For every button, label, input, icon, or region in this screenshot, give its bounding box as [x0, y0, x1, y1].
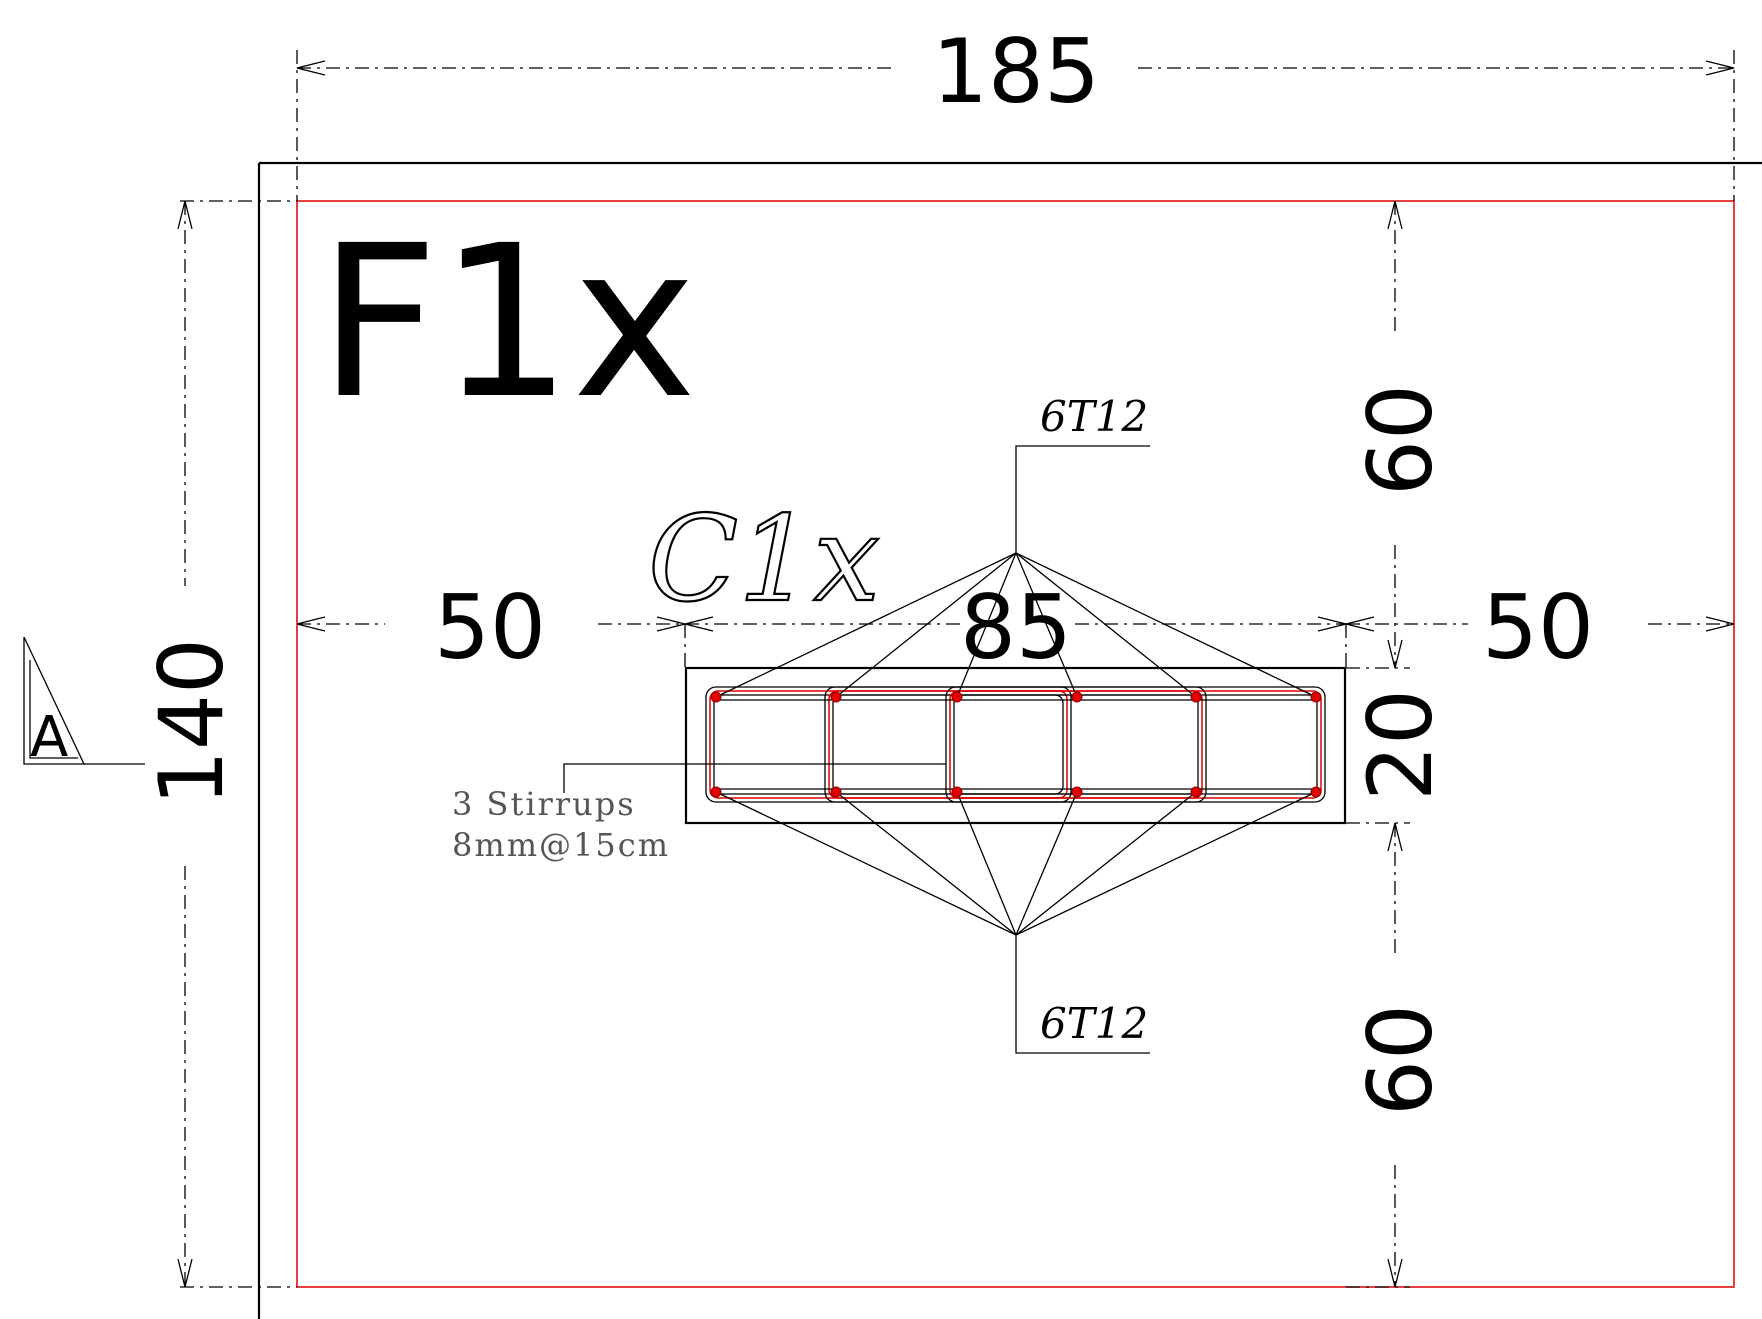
outer-frame	[257, 161, 1762, 1319]
stirrups-note-line1: 3 Stirrups	[452, 785, 636, 823]
stirrups	[705, 686, 1326, 803]
top-rebar-leaders	[715, 445, 1317, 698]
dimension-bottom-offset-label: 60	[1349, 1004, 1452, 1116]
dimension-vertical-chain	[1346, 200, 1410, 1288]
bottom-rebar-bars	[710, 786, 1322, 798]
top-rebar-bars	[710, 691, 1322, 703]
bottom-rebar-label: 6T12	[1040, 999, 1148, 1048]
section-marker-label: A	[30, 705, 68, 770]
dimension-horizontal-chain	[296, 616, 1735, 668]
dimension-overall-width	[296, 50, 1735, 201]
section-marker	[23, 636, 145, 765]
bottom-rebar-leaders	[715, 791, 1317, 1054]
top-rebar-label: 6T12	[1040, 392, 1148, 441]
dimension-overall-height	[177, 200, 297, 1288]
column-label: C1x	[648, 490, 880, 628]
dimension-top-offset-label: 60	[1349, 384, 1452, 496]
dimension-column-width-label: 85	[960, 576, 1072, 679]
footing-label: F1x	[318, 200, 697, 445]
stirrups-leader	[563, 763, 946, 793]
dimension-left-offset-label: 50	[434, 576, 546, 679]
dimension-right-offset-label: 50	[1482, 576, 1594, 679]
dimension-overall-height-label: 140	[140, 638, 243, 806]
dimension-column-depth-label: 20	[1349, 689, 1452, 801]
column-outline	[684, 666, 1347, 825]
stirrups-note-line2: 8mm@15cm	[452, 826, 670, 864]
footing-outline	[296, 200, 1735, 1288]
dimension-overall-width-label: 185	[932, 20, 1100, 123]
